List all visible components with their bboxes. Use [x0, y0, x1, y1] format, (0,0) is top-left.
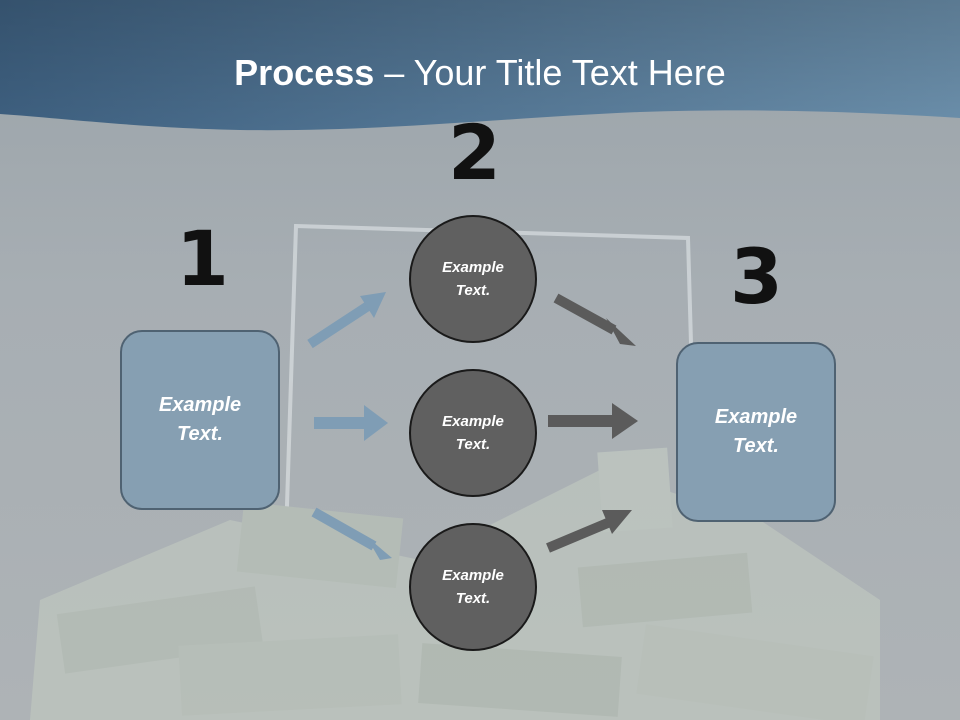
circle-step-2: Example Text. [409, 369, 537, 497]
circle-step-1: Example Text. [409, 215, 537, 343]
arrow-box1-to-circle3 [311, 507, 392, 560]
title-bold: Process [234, 52, 375, 93]
step-number-2: 2 [448, 108, 501, 197]
arrow-circle3-to-box3 [546, 510, 632, 553]
arrow-circle1-to-box3 [553, 293, 636, 346]
arrow-circle2-to-box3 [548, 403, 638, 439]
step-box-3: Example Text. [676, 342, 836, 522]
arrow-box1-to-circle1 [307, 292, 386, 349]
step-number-1: 1 [176, 214, 229, 303]
slide-title: Process – Your Title Text Here [0, 52, 960, 94]
circle-step-3: Example Text. [409, 523, 537, 651]
step-box-1: Example Text. [120, 330, 280, 510]
arrow-box1-to-circle2 [314, 405, 388, 441]
step-number-3: 3 [730, 232, 783, 321]
title-rest: – Your Title Text Here [374, 52, 726, 93]
